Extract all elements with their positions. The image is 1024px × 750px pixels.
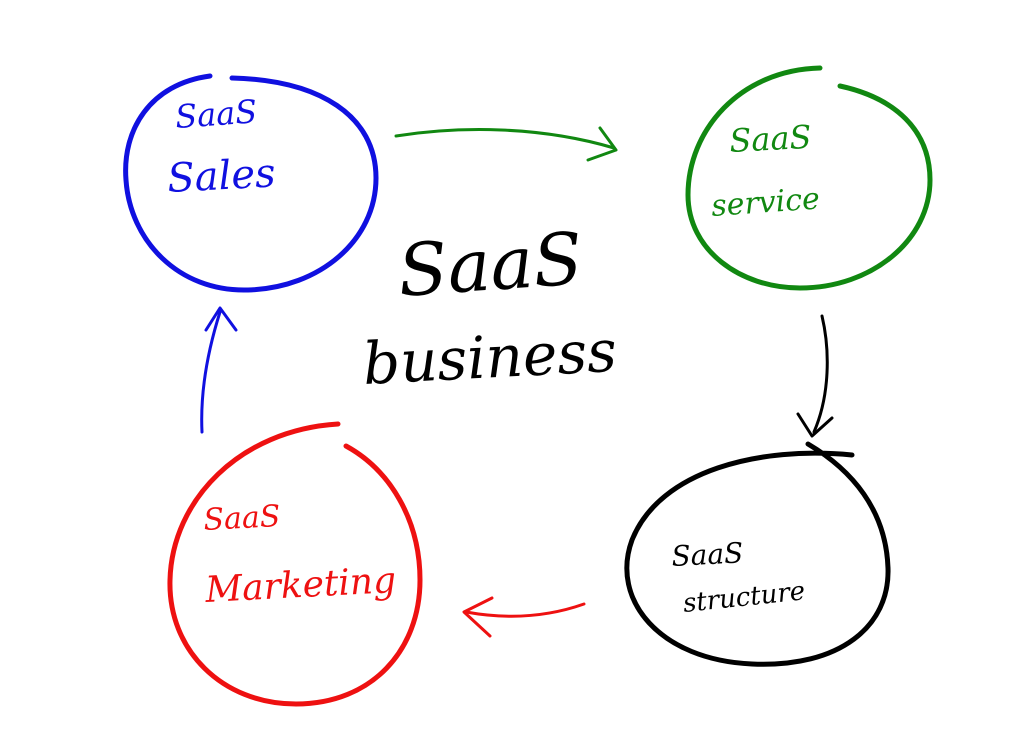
arrow-service-to-structure-shaft xyxy=(812,314,829,434)
node-service-line1: SaaS xyxy=(728,118,812,160)
node-structure-line2: structure xyxy=(682,576,807,619)
node-marketing: SaaS Marketing xyxy=(167,421,423,707)
arrow-structure-to-marketing-head xyxy=(462,596,494,638)
node-service-line2: service xyxy=(710,181,821,223)
center-label: SaaS business xyxy=(361,216,618,398)
node-sales: SaaS Sales xyxy=(123,73,379,293)
node-marketing-line2: Marketing xyxy=(203,560,397,611)
node-service: SaaS service xyxy=(685,65,933,291)
node-sales-line2: Sales xyxy=(166,150,277,202)
arrow-service-to-structure-head xyxy=(796,412,834,438)
center-label-line2: business xyxy=(361,317,618,398)
node-sales-line1: SaaS xyxy=(174,92,258,136)
arrow-service-to-structure xyxy=(796,314,834,438)
node-marketing-circle xyxy=(167,421,423,707)
node-service-circle xyxy=(685,65,933,291)
node-marketing-line1: SaaS xyxy=(203,499,282,538)
node-structure: SaaS structure xyxy=(624,441,891,667)
arrow-sales-to-service xyxy=(394,126,618,162)
arrow-marketing-to-sales-head xyxy=(204,306,238,332)
arrow-marketing-to-sales-shaft xyxy=(200,310,222,434)
center-label-line1: SaaS xyxy=(395,216,585,313)
arrow-marketing-to-sales xyxy=(200,306,238,434)
node-structure-circle xyxy=(624,441,891,667)
arrow-sales-to-service-shaft xyxy=(394,128,616,150)
node-structure-line1: SaaS xyxy=(671,536,744,573)
arrow-structure-to-marketing-shaft xyxy=(464,602,586,618)
node-sales-circle xyxy=(123,73,379,293)
arrow-sales-to-service-head xyxy=(586,126,618,162)
arrow-structure-to-marketing xyxy=(462,596,586,638)
